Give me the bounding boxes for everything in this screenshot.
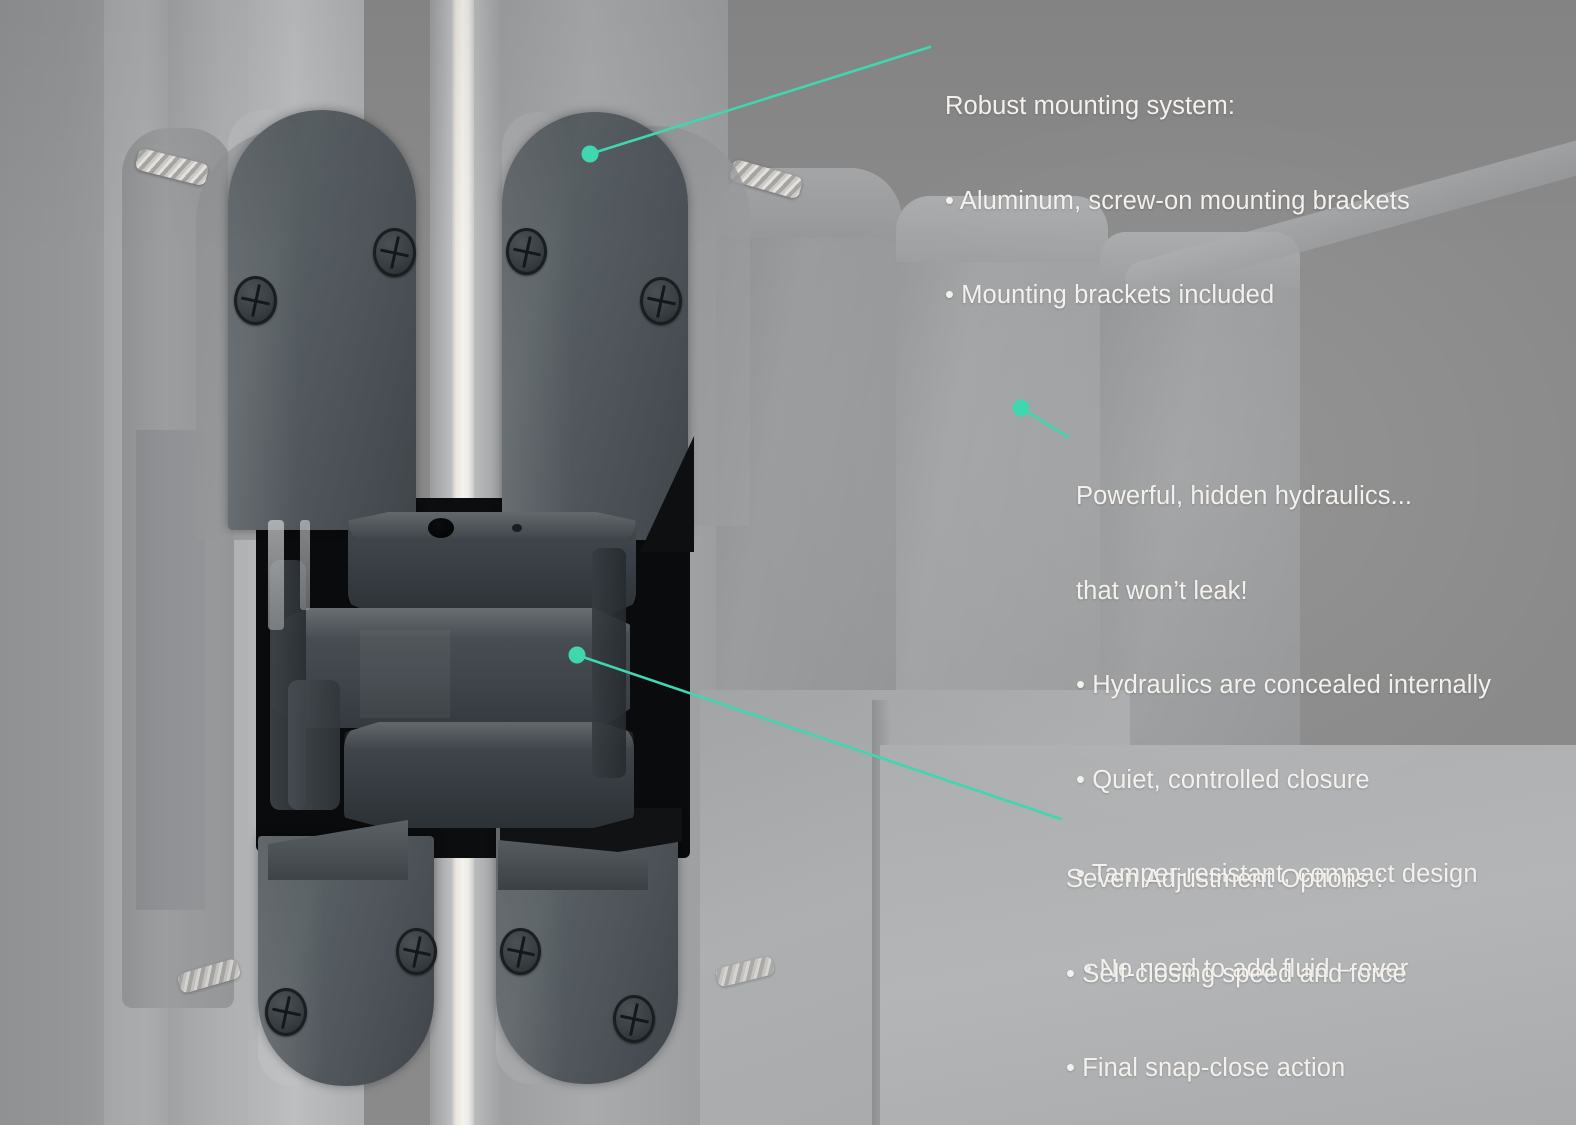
knuckle-top-pivot-hole — [428, 518, 454, 538]
callout-mounting-system: Robust mounting system: • Aluminum, scre… — [945, 28, 1410, 375]
callout-line: • No need to add fluid – ever — [1076, 954, 1409, 983]
knuckle-highlight — [348, 512, 636, 540]
hinge-knuckle-top — [348, 512, 636, 618]
knuckle-top-pin-hole — [512, 524, 522, 532]
leader-dot-mounting-system — [581, 145, 599, 163]
leaf-screw-lower-left-b — [396, 928, 437, 975]
internal-link-highlight — [268, 520, 284, 630]
callout-line: • Final snap-close action — [1066, 1054, 1346, 1082]
callout-seven-adjustment-options: Seven Adjustment Options : • Self-closin… — [1066, 801, 1450, 1125]
leader-dot-hidden-hydraulics — [1012, 399, 1030, 417]
leaf-screw-lower-left-a — [265, 988, 307, 1036]
hinge-knuckle-bottom — [344, 722, 634, 828]
leaf-screw-lower-right-a — [500, 928, 541, 975]
callout-line: Seven Adjustment Options : — [1066, 865, 1384, 893]
door-stop-step-c — [1100, 232, 1300, 772]
leader-line-seven-adjustment-options — [575, 653, 1063, 821]
callout-hidden-hydraulics: Powerful, hidden hydraulics... that won’… — [1076, 418, 1491, 1048]
callout-line: that won’t leak! — [1076, 576, 1248, 605]
leader-dot-seven-adjustment-options — [568, 646, 586, 664]
leader-line-mounting-system — [588, 45, 932, 156]
callout-line: • Aluminum, screw-on mounting brackets — [945, 186, 1410, 215]
leaf-screw-lower-right-b — [613, 995, 655, 1043]
door-stop-step-b-top — [896, 196, 1108, 262]
knuckle-highlight — [344, 722, 634, 750]
callout-line: Powerful, hidden hydraulics... — [1076, 482, 1413, 510]
ambient-shading-right — [690, 0, 1576, 1125]
knuckle-highlight — [272, 608, 630, 640]
internal-link-highlight-2 — [300, 520, 310, 610]
internal-hydraulic-cylinder — [288, 680, 340, 810]
callout-line: Robust mounting system: — [945, 92, 1236, 120]
callout-line: • Hydraulics are concealed internally — [1076, 671, 1492, 699]
leaf-screw-upper-right-b — [640, 277, 682, 325]
wall-panel-far-left — [0, 0, 120, 1125]
door-lower-face-right — [880, 745, 1576, 1125]
knuckle-middle-seam — [360, 630, 450, 718]
leaf-screw-upper-right-a — [506, 228, 547, 275]
frame-mortise-shadow — [136, 430, 206, 910]
callout-line: • Self-closing speed and force — [1066, 959, 1407, 988]
leader-line-hidden-hydraulics — [1019, 406, 1070, 439]
callout-line: • Mounting brackets included — [945, 281, 1275, 309]
callout-line: • Tamper-resistant, compact design — [1076, 860, 1478, 888]
callout-line: • Quiet, controlled closure — [1076, 765, 1370, 794]
ambient-shading-top — [0, 0, 1576, 260]
leaf-screw-upper-left-a — [234, 276, 277, 325]
leaf-screw-upper-left-b — [373, 228, 416, 277]
